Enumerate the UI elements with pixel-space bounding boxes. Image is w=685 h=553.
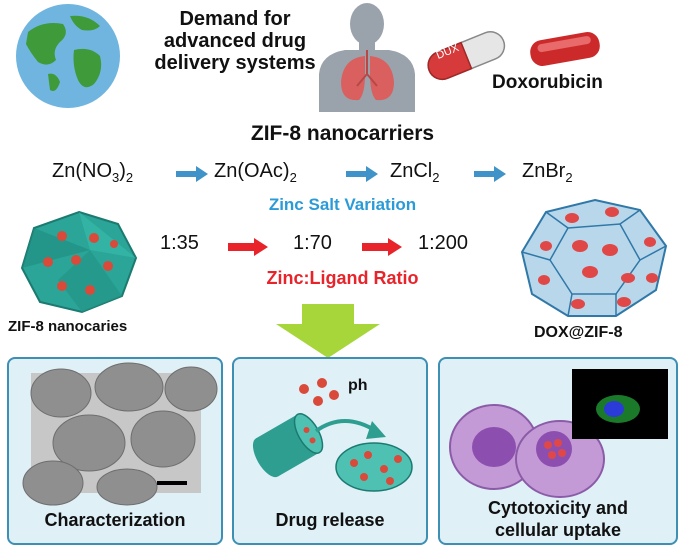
ratio-label: Zinc:Ligand Ratio [266, 268, 419, 288]
panel-characterization: Characterization [7, 357, 223, 545]
ratio-1-35: 1:35 [160, 232, 199, 254]
salt-zn-no3: Zn(NO3)2 [52, 160, 134, 185]
characterization-label: Characterization [44, 510, 186, 530]
dox-zif8-particle-icon [520, 198, 668, 317]
salt-arrow-1 [176, 166, 208, 182]
human-lungs-icon [319, 3, 415, 112]
salt-arrow-3 [474, 166, 506, 182]
salt-variation-label: Zinc Salt Variation [268, 195, 417, 214]
tem-image [22, 362, 218, 506]
cells-illustration [449, 369, 668, 498]
salt-zn-oac: Zn(OAc)2 [214, 160, 297, 185]
salt-znbr2: ZnBr2 [522, 160, 573, 185]
panel-cytotoxicity: Cytotoxicity and cellular uptake [438, 357, 678, 545]
ratio-1-70: 1:70 [293, 232, 332, 254]
drug-release-label: Drug release [275, 510, 385, 530]
zif8-particle-icon [20, 210, 138, 314]
ratio-arrow-2 [362, 238, 402, 256]
down-arrow [276, 304, 380, 358]
dox-zif8-label: DOX@ZIF-8 [534, 324, 623, 341]
globe-icon [16, 4, 120, 108]
salt-arrow-2 [346, 166, 378, 182]
demand-text: Demand for advanced drug delivery system… [154, 8, 316, 74]
zif8-nanocaries-label: ZIF-8 nanocaries [8, 318, 128, 335]
ratio-1-200: 1:200 [418, 232, 469, 254]
cytotoxicity-label-line2: cellular uptake [494, 520, 622, 540]
doxorubicin-label: Doxorubicin [492, 72, 603, 93]
pill-icon [530, 32, 600, 66]
panel-drug-release: ph Drug release [232, 357, 428, 545]
drug-release-illustration [252, 378, 413, 492]
ratio-arrow-1 [228, 238, 268, 256]
ph-label: ph [348, 377, 368, 394]
cytotoxicity-label-line1: Cytotoxicity and [487, 498, 629, 518]
salt-zncl2: ZnCl2 [390, 160, 440, 185]
zif8-title: ZIF-8 nanocarriers [250, 122, 435, 145]
capsule-icon [427, 31, 506, 81]
